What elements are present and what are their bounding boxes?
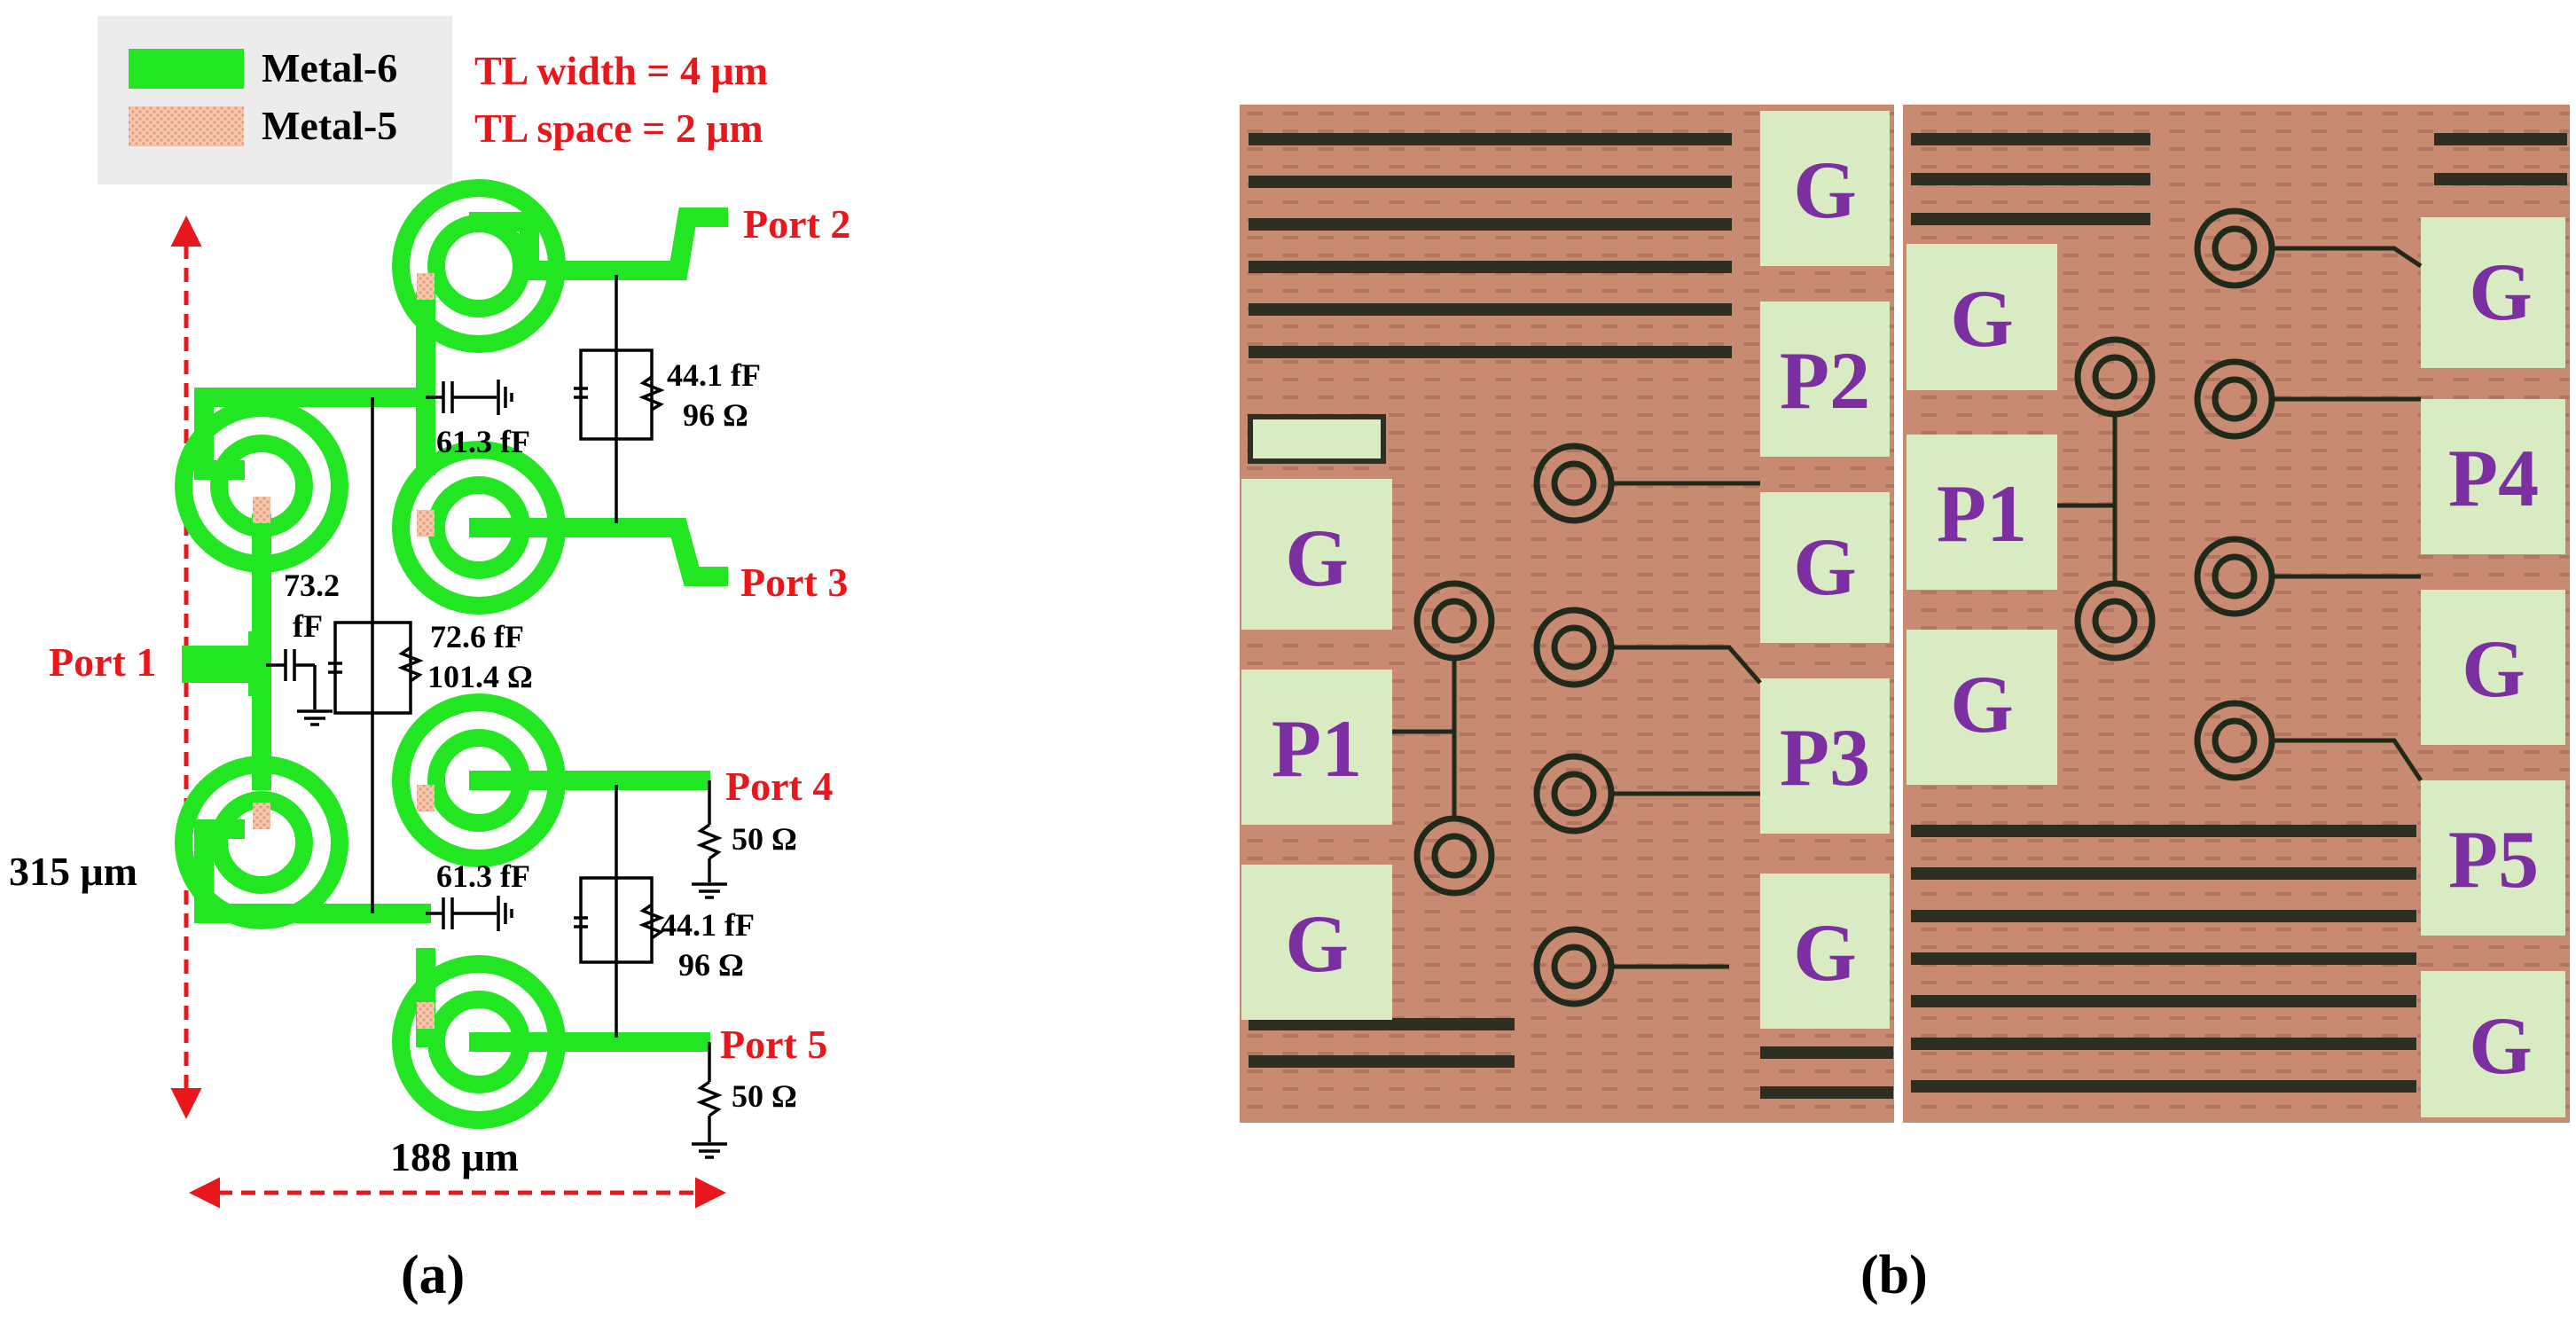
pad-right-g2: G: [1950, 273, 2014, 364]
pad-right-g1: G: [2469, 247, 2533, 337]
caption-b: (b): [1860, 1245, 1928, 1305]
pad-left-p2: P2: [1780, 335, 1870, 426]
cap-input-label-b: fF: [293, 608, 323, 644]
inductor-top-lower: [392, 441, 566, 615]
cap-bot-iso-label: 44.1 fF: [661, 907, 755, 943]
legend: Metal-6 Metal-5: [98, 16, 452, 184]
inductor-bottom-upper: [392, 693, 566, 867]
port5-label: Port 5: [720, 1022, 827, 1067]
pad-left-g1: G: [1793, 145, 1857, 235]
port1-feed: [182, 646, 253, 683]
metal6-label: Metal-6: [262, 45, 397, 90]
pad-right-g3: G: [2462, 623, 2525, 714]
pad-right-p5: P5: [2448, 814, 2539, 905]
inductor-top-upper: [392, 179, 566, 353]
pad-left-p3: P3: [1780, 712, 1870, 803]
pad-left-g2: G: [1793, 521, 1857, 612]
cap-input-label-a: 73.2: [284, 568, 340, 603]
metal5-underpasses: [253, 273, 435, 1029]
pad-left-g3: G: [1285, 513, 1349, 603]
pad-left-g5: G: [1793, 907, 1857, 998]
caption-a: (a): [401, 1245, 465, 1305]
pad-right-p4: P4: [2448, 433, 2539, 523]
cap-top-shunt-label: 61.3 fF: [436, 424, 530, 459]
panel-b-die-photo: G P2 G G P1 P3 G G: [1240, 105, 2570, 1305]
die-left: G P2 G G P1 P3 G G: [1240, 105, 1894, 1123]
pad-left-g4: G: [1285, 898, 1349, 989]
pad-right-g4: G: [1950, 659, 2014, 749]
die-right: G G P4 P1 G G G P5 G: [1903, 105, 2570, 1123]
cap-top-iso-label: 44.1 fF: [667, 357, 761, 393]
res-port5-label: 50 Ω: [732, 1078, 797, 1114]
port3-label: Port 3: [740, 560, 848, 605]
lumped-components: [266, 275, 727, 1159]
port1-label: Port 1: [49, 639, 156, 685]
res-top-iso-label: 96 Ω: [683, 397, 748, 433]
metal6-swatch: [129, 49, 244, 89]
panel-a-layout: Metal-6 Metal-5 TL width = 4 μm TL space…: [9, 16, 850, 1305]
cap-bot-shunt-label: 61.3 fF: [436, 858, 530, 894]
res-port4-label: 50 Ω: [732, 821, 797, 857]
metal5-swatch: [129, 106, 244, 146]
res-bot-iso-label: 96 Ω: [678, 947, 744, 983]
metal5-label: Metal-5: [262, 103, 397, 148]
cap-center-label: 72.6 fF: [430, 619, 524, 654]
height-dimension-label: 315 μm: [9, 849, 137, 894]
port4-label: Port 4: [725, 764, 833, 809]
pad-right-g5: G: [2469, 1000, 2533, 1091]
tl-width-label: TL width = 4 μm: [474, 48, 768, 93]
pad-left-p1: P1: [1272, 703, 1362, 794]
tl-space-label: TL space = 2 μm: [474, 106, 763, 151]
res-center-label: 101.4 Ω: [427, 659, 533, 694]
width-dimension-label: 188 μm: [390, 1134, 519, 1179]
spiral-inductors: [175, 179, 566, 1129]
inductor-bottom-lower: [392, 955, 566, 1129]
port2-label: Port 2: [743, 201, 850, 247]
pad-right-p1: P1: [1937, 468, 2027, 559]
inductor-left-upper: [175, 399, 348, 573]
inductor-left-lower: [175, 756, 348, 929]
